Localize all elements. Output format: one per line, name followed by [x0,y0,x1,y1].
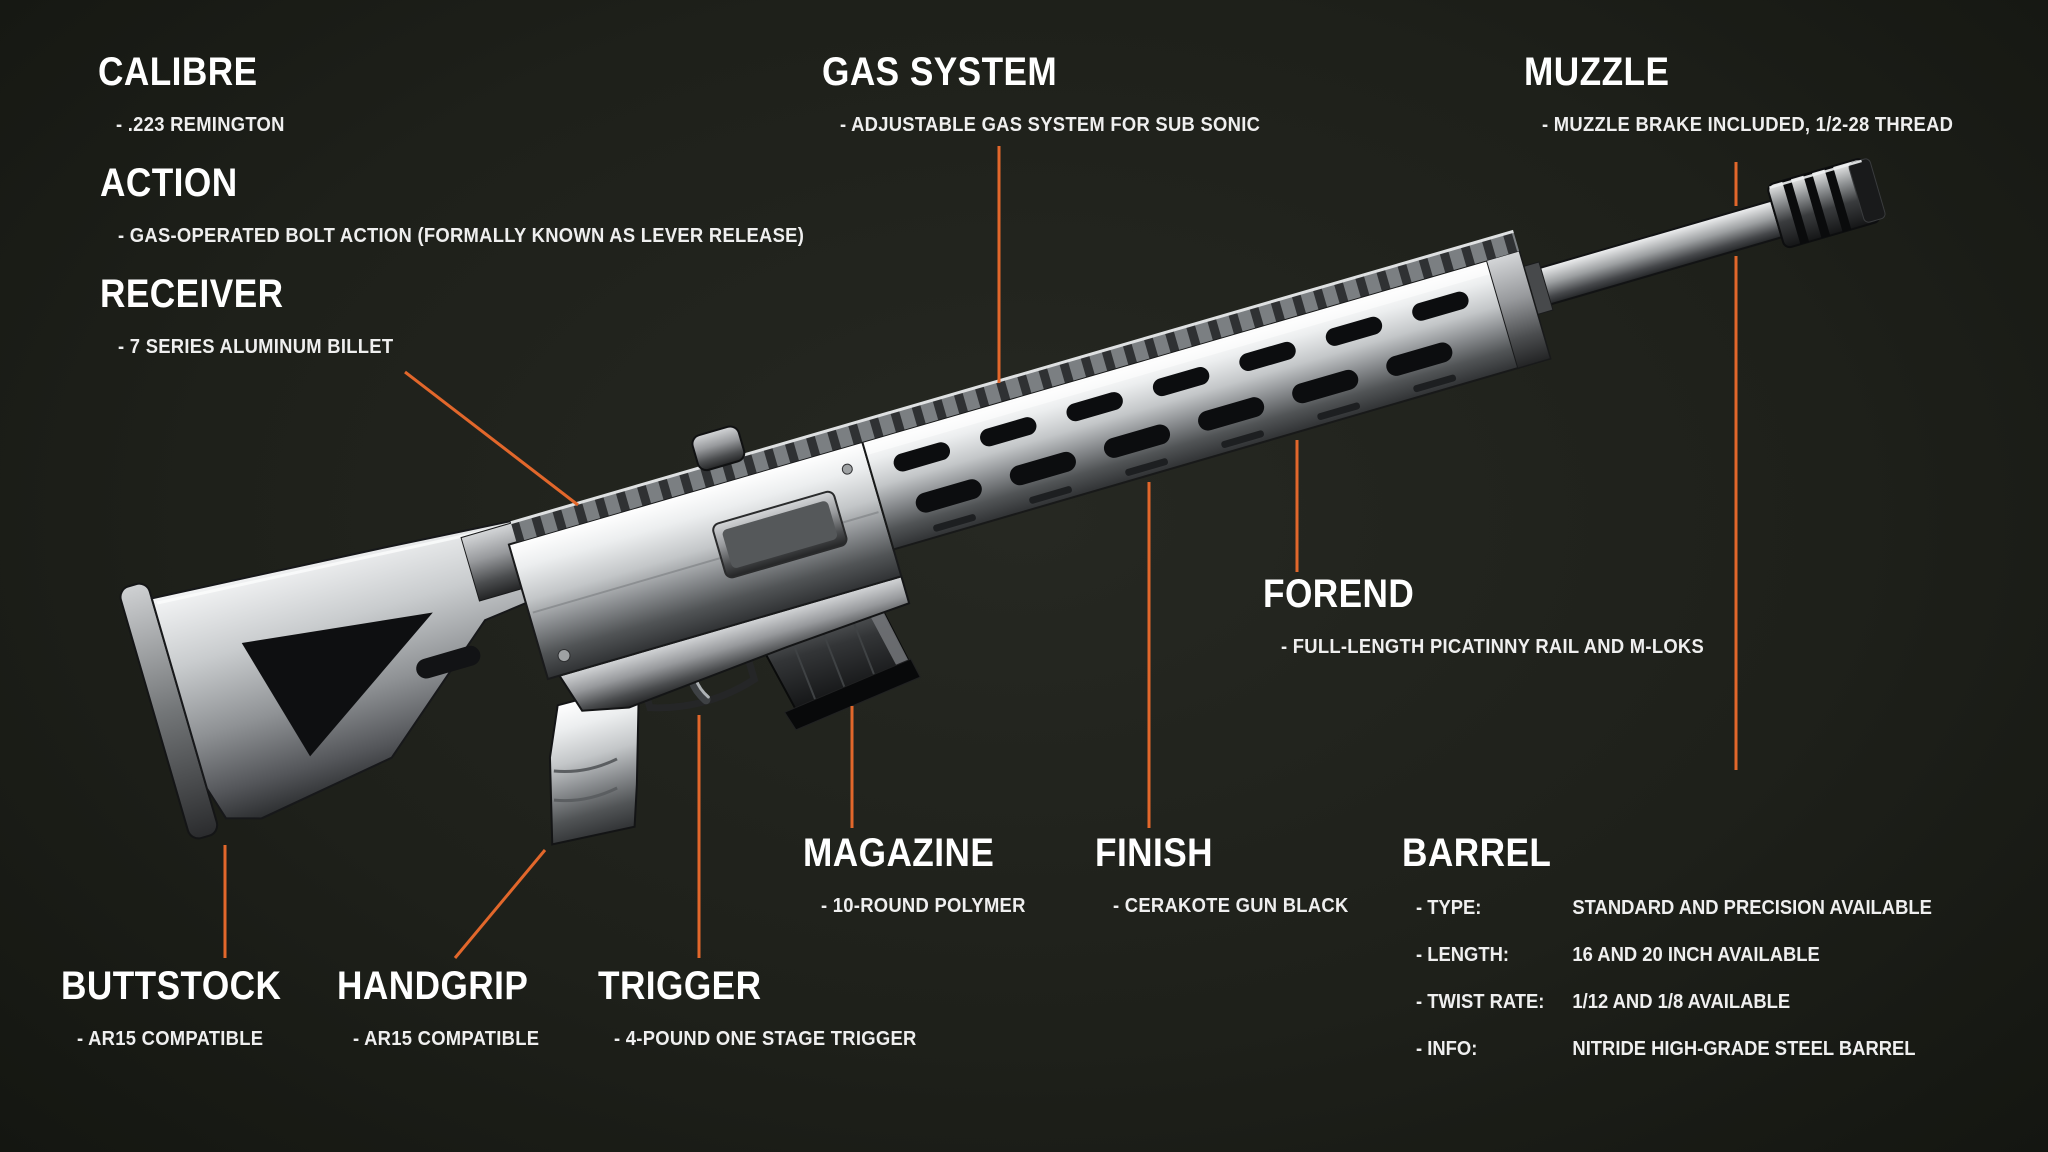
section-buttstock-desc: - AR15 COMPATIBLE [77,1028,264,1050]
rifle-magazine-front-edge [863,598,910,673]
rifle-buttstock-cutout [241,612,433,757]
section-trigger-desc: - 4-POUND ONE STAGE TRIGGER [614,1028,917,1050]
section-trigger: TRIGGER - 4-POUND ONE STAGE TRIGGER [598,966,943,1050]
barrel-spec-key: - TYPE: [1416,897,1482,919]
section-muzzle-desc: - MUZZLE BRAKE INCLUDED, 1/2-28 THREAD [1542,114,1954,136]
section-finish: FINISH - CERAKOTE GUN BLACK [1095,833,1369,917]
section-magazine: MAGAZINE - 10-ROUND POLYMER [803,833,1043,917]
section-gas-system-title: GAS SYSTEM [822,50,1058,94]
barrel-spec-table: - TYPE: STANDARD AND PRECISION AVAILABLE… [1416,897,1932,1061]
section-action-desc: - GAS-OPERATED BOLT ACTION (FORMALLY KNO… [118,225,805,247]
rifle-mlok-slots [915,342,1453,513]
section-calibre-title: CALIBRE [98,50,258,94]
section-calibre: CALIBRE - .223 REMINGTON [98,52,299,136]
section-muzzle-title: MUZZLE [1524,50,1670,94]
section-muzzle: MUZZLE - MUZZLE BRAKE INCLUDED, 1/2-28 T… [1524,52,1989,136]
section-gas-system-desc: - ADJUSTABLE GAS SYSTEM FOR SUB SONIC [840,114,1261,136]
section-magazine-desc: - 10-ROUND POLYMER [821,895,1026,917]
section-barrel-title: BARREL [1402,831,1552,875]
section-buttstock: BUTTSTOCK - AR15 COMPATIBLE [61,966,311,1050]
rifle-bottom-slots [933,374,1457,532]
barrel-spec-row-twist-rate: - TWIST RATE: 1/12 AND 1/8 AVAILABLE [1416,991,1932,1014]
rifle-charging-knob [691,425,746,472]
section-handgrip-desc: - AR15 COMPATIBLE [353,1028,540,1050]
rifle-stock-shine [156,524,509,605]
rifle-muzzle-brake [1767,158,1886,249]
section-finish-title: FINISH [1095,831,1214,875]
section-handgrip-title: HANDGRIP [337,964,529,1008]
section-forend-desc: - FULL-LENGTH PICATINNY RAIL AND M-LOKS [1281,636,1705,658]
rifle-top-rail [510,229,1520,543]
leader-line-receiver [404,370,579,507]
section-action-title: ACTION [100,161,238,205]
section-finish-desc: - CERAKOTE GUN BLACK [1113,895,1349,917]
barrel-spec-value: NITRIDE HIGH-GRADE STEEL BARREL [1572,1038,1916,1060]
rifle-pivot-pin [841,463,853,475]
section-handgrip: HANDGRIP - AR15 COMPATIBLE [337,966,556,1050]
section-buttstock-title: BUTTSTOCK [61,964,282,1008]
rifle-barrel [1524,199,1783,310]
barrel-spec-key: - TWIST RATE: [1416,991,1545,1013]
barrel-spec-row-type: - TYPE: STANDARD AND PRECISION AVAILABLE [1416,897,1932,920]
rifle-ejection-port-inner [722,501,838,568]
section-magazine-title: MAGAZINE [803,831,995,875]
section-barrel: BARREL - TYPE: STANDARD AND PRECISION AV… [1402,833,1977,1085]
rifle-magazine-baseplate [783,658,921,731]
barrel-spec-value: 1/12 AND 1/8 AVAILABLE [1572,991,1791,1013]
rifle-grip-grooves [553,757,618,803]
barrel-spec-key: - LENGTH: [1416,944,1510,966]
barrel-spec-key: - INFO: [1416,1038,1478,1060]
section-forend: FOREND - FULL-LENGTH PICATINNY RAIL AND … [1263,574,1741,658]
section-calibre-desc: - .223 REMINGTON [116,114,285,136]
barrel-spec-row-length: - LENGTH: 16 AND 20 INCH AVAILABLE [1416,944,1932,967]
section-gas-system: GAS SYSTEM - ADJUSTABLE GAS SYSTEM FOR S… [822,52,1297,136]
rifle-vent-slots [893,291,1469,472]
rifle-handguard-shine [865,255,1522,455]
section-forend-title: FOREND [1263,572,1415,616]
section-trigger-title: TRIGGER [598,964,762,1008]
section-action: ACTION - GAS-OPERATED BOLT ACTION (FORMA… [100,163,864,247]
rifle-stock-adjust-slot [416,645,481,679]
barrel-spec-row-info: - INFO: NITRIDE HIGH-GRADE STEEL BARREL [1416,1038,1932,1061]
section-receiver-title: RECEIVER [100,272,284,316]
section-receiver-desc: - 7 SERIES ALUMINUM BILLET [118,336,394,358]
rifle-illustration [119,158,1886,846]
barrel-spec-value: 16 AND 20 INCH AVAILABLE [1572,944,1820,966]
section-receiver: RECEIVER - 7 SERIES ALUMINUM BILLET [100,274,417,358]
barrel-spec-value: STANDARD AND PRECISION AVAILABLE [1572,897,1932,919]
rifle-takedown-pin [557,649,571,663]
leader-line-handgrip [453,849,547,959]
